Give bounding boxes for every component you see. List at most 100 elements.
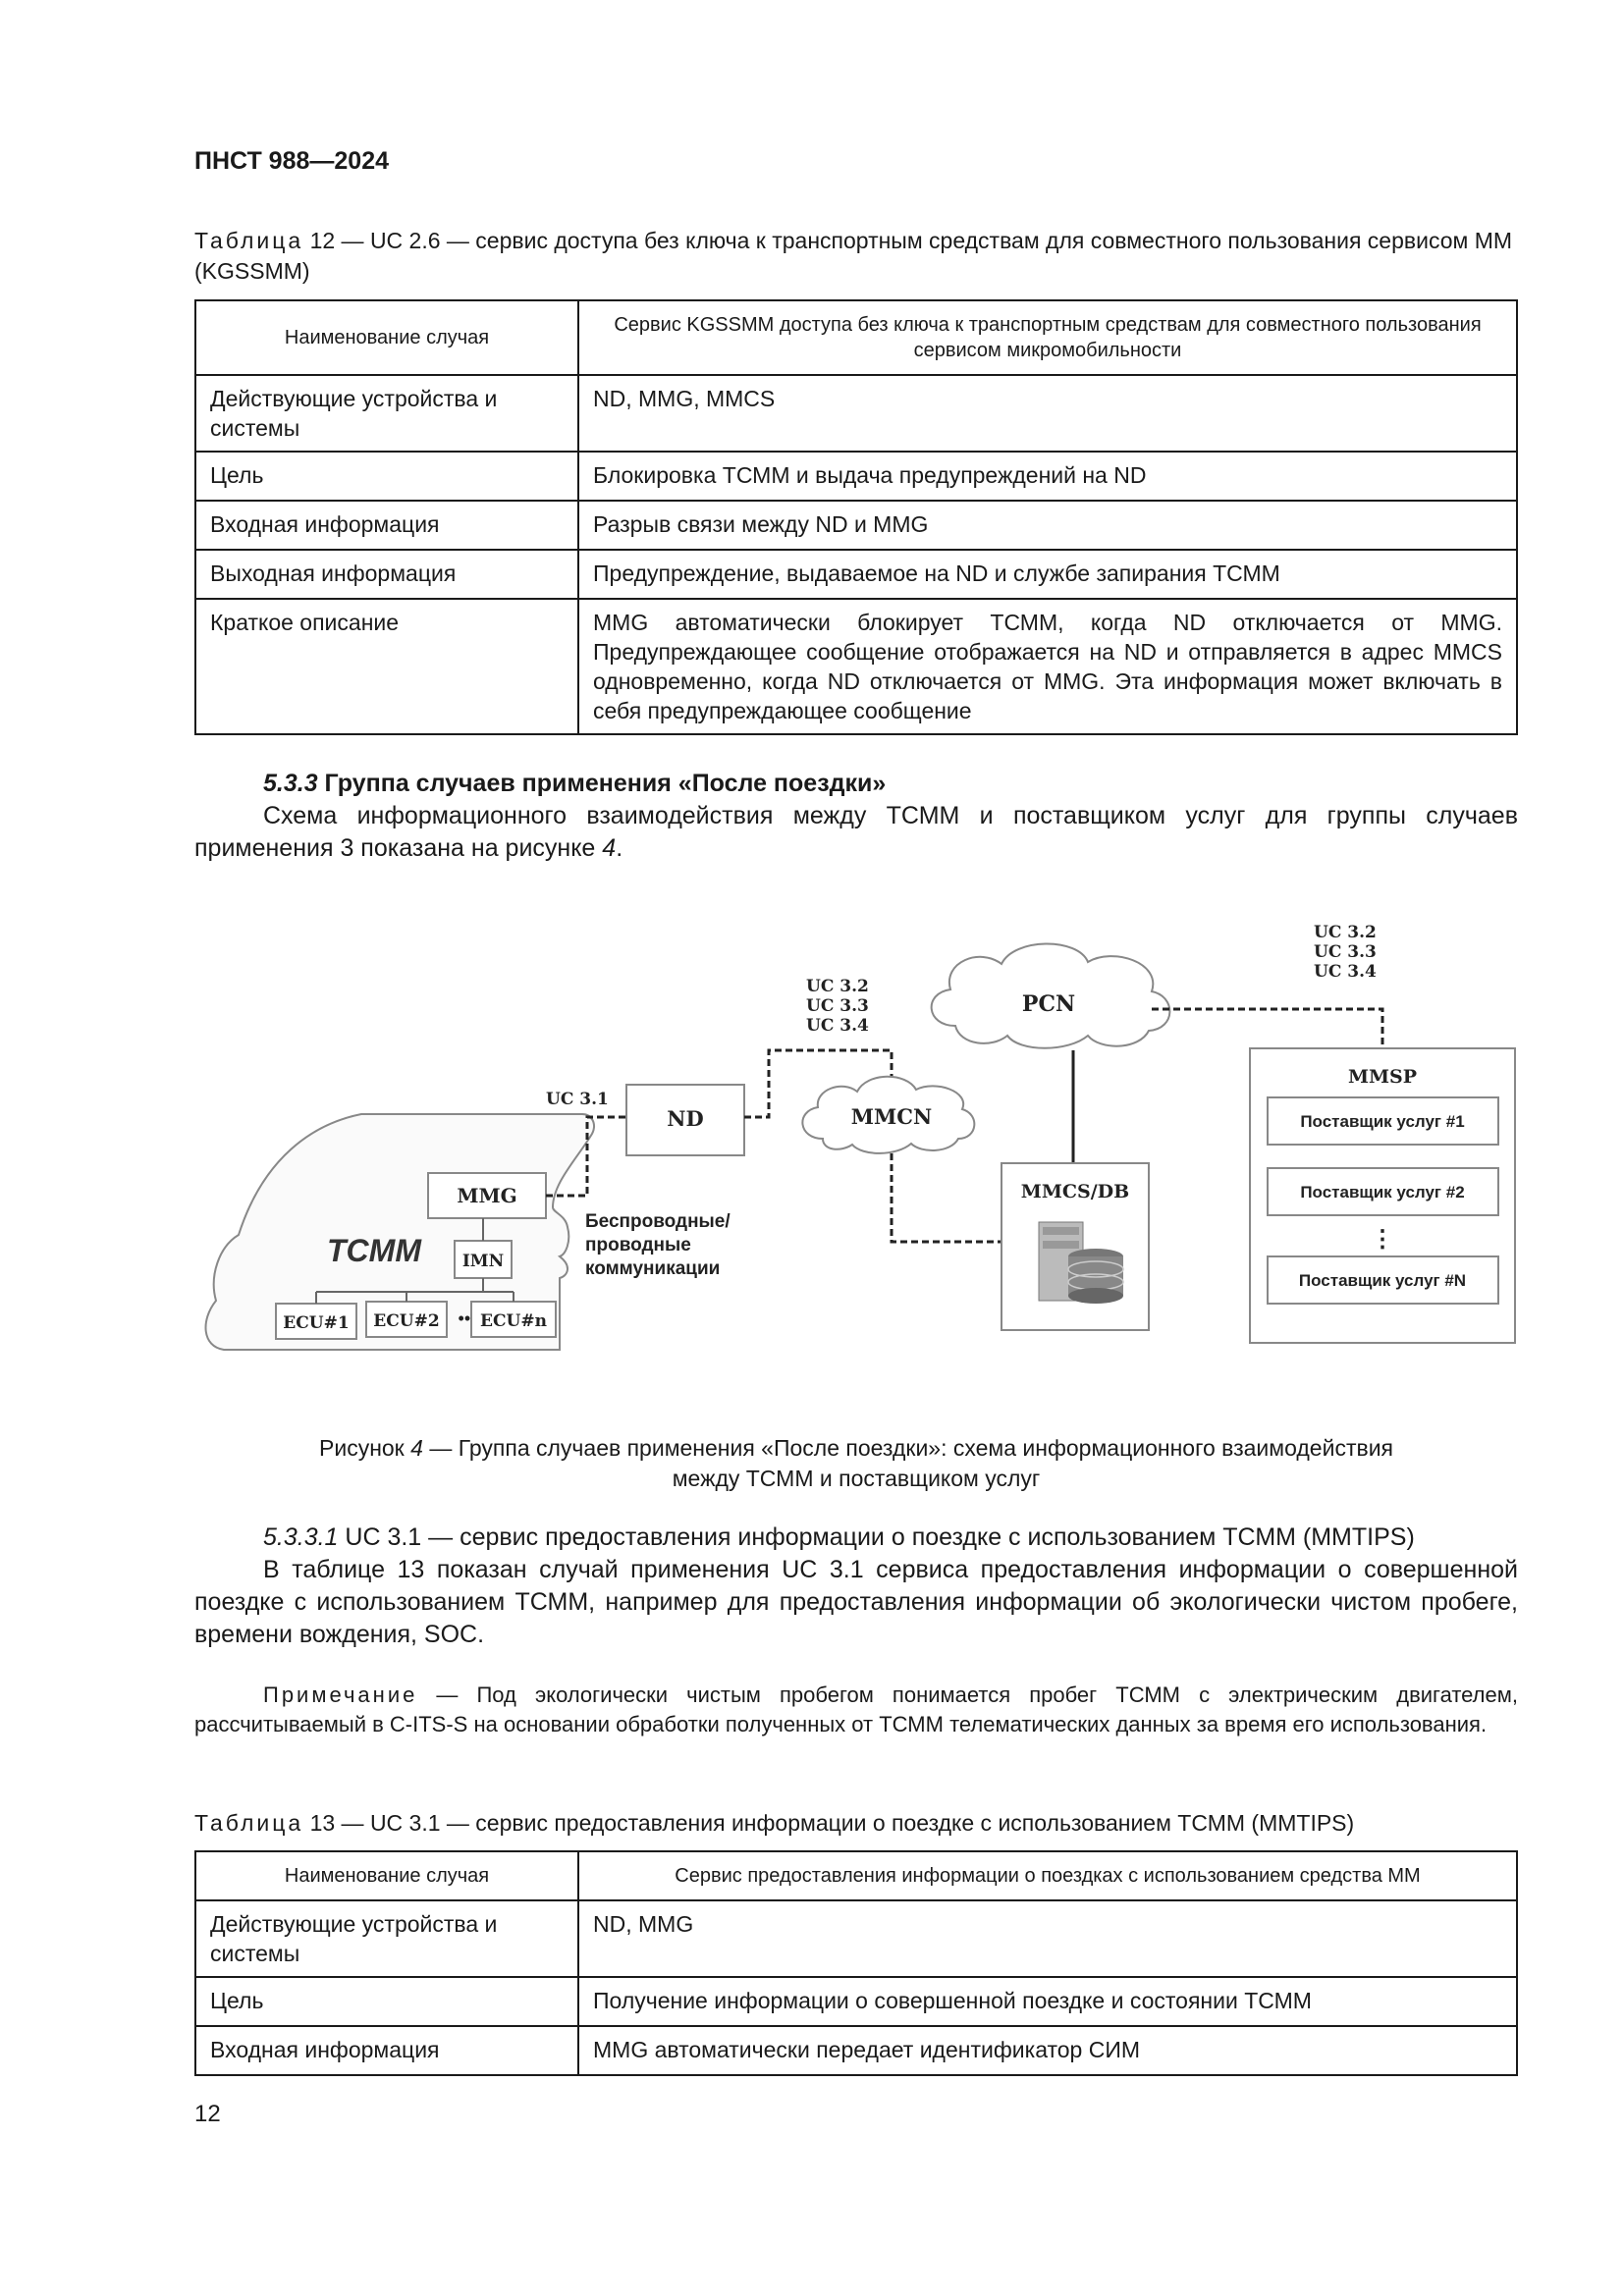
mmg-label: MMG (457, 1184, 516, 1207)
pcn-cloud (930, 942, 1171, 1049)
note: Примечание — Под экологически чистым про… (194, 1681, 1518, 1739)
link-nd-mmcn (744, 1048, 893, 1119)
link-mmcn-mmcs (890, 1153, 1001, 1244)
uc-top-2: UC 3.3 (1314, 942, 1377, 962)
section-paragraph: Схема информационного взаимодействия меж… (194, 800, 1518, 865)
table12-cell: Краткое описание (194, 598, 579, 735)
uc-top-3: UC 3.4 (1314, 962, 1377, 982)
table12-cell: Блокировка ТСММ и выдача предупреждений … (577, 451, 1518, 502)
ecun-label: ECU#n (480, 1311, 547, 1331)
link-mmg-nd (546, 1115, 626, 1198)
ecu2-box (365, 1301, 448, 1338)
page-number: 12 (194, 2101, 221, 2127)
table13-cell: ND, MMG (577, 1899, 1518, 1978)
table13-header-row: Наименование случая Сервис предоставлени… (194, 1850, 1518, 1901)
table12-caption-label: Таблица (194, 228, 304, 253)
mmsp-label: MMSP (1348, 1066, 1417, 1088)
mmcn-cloud (801, 1075, 976, 1154)
uc-mid-1: UC 3.2 (806, 977, 869, 996)
table-row: Цель Получение информации о совершенной … (194, 1976, 1518, 2027)
section-text: Схема информационного взаимодействия меж… (194, 802, 1518, 862)
table12: Наименование случая Сервис KGSSMM доступ… (194, 299, 1518, 735)
nd-box (625, 1084, 745, 1156)
section-5-3-3: 5.3.3 Группа случаев применения «После п… (194, 768, 1518, 865)
mmcn-label: MMCN (851, 1104, 932, 1129)
section-title: Группа случаев применения «После поездки… (317, 770, 887, 797)
section-text-end: . (616, 834, 623, 862)
figure-caption-prefix: Рисунок (319, 1435, 411, 1461)
table-row: Краткое описание MMG автоматически блоки… (194, 598, 1518, 735)
ecu1-box (275, 1303, 357, 1340)
table-row: Действующие устройства и системы ND, MMG… (194, 374, 1518, 453)
figure-number: 4 (410, 1435, 423, 1461)
table-row: Входная информация MMG автоматически пер… (194, 2025, 1518, 2076)
table12-header-row: Наименование случая Сервис KGSSMM доступ… (194, 299, 1518, 376)
provider2-label: Поставщик услуг #2 (1300, 1183, 1464, 1201)
note-label: Примечание (263, 1682, 418, 1707)
table13-cell: Получение информации о совершенной поезд… (577, 1976, 1518, 2027)
section-number: 5.3.3 (263, 770, 318, 797)
subsection-paragraph: В таблице 13 показан случай применения U… (194, 1556, 1518, 1648)
provider-n-label: Поставщик услуг #N (1299, 1271, 1466, 1290)
uc31-label: UC 3.1 (546, 1090, 609, 1109)
uc-top-1: UC 3.2 (1314, 923, 1377, 942)
table13-cell: Входная информация (194, 2025, 579, 2076)
comm-label-line2: проводные (585, 1235, 691, 1255)
nd-label: ND (667, 1106, 703, 1131)
ecu2-label: ECU#2 (373, 1311, 439, 1331)
table13-cell: MMG автоматически передает идентификатор… (577, 2025, 1518, 2076)
table13-caption-label: Таблица (194, 1810, 304, 1836)
table-row: Выходная информация Предупреждение, выда… (194, 549, 1518, 600)
ecu1-label: ECU#1 (283, 1313, 349, 1333)
figure-ref: 4 (602, 834, 617, 862)
table12-cell: Действующие устройства и системы (194, 374, 579, 453)
table13-head-col2: Сервис предоставления информации о поезд… (577, 1850, 1518, 1901)
subsection-5-3-3-1: 5.3.3.1 UC 3.1 — сервис предоставления и… (194, 1522, 1518, 1651)
table12-caption: Таблица 12 — UC 2.6 — сервис доступа без… (194, 226, 1518, 287)
section-heading: 5.3.3 Группа случаев применения «После п… (194, 768, 1518, 800)
figure-caption: Рисунок 4 — Группа случаев применения «П… (194, 1433, 1518, 1494)
provider2-box (1267, 1167, 1499, 1216)
subsection-number: 5.3.3.1 (263, 1523, 339, 1551)
figure-caption-text: — Группа случаев применения «После поезд… (422, 1435, 1393, 1461)
table13-caption-text: 13 — UC 3.1 — сервис предоставления инфо… (303, 1810, 1355, 1836)
figure-caption-line2: между ТСММ и поставщиком услуг (672, 1466, 1041, 1491)
subsection-title: UC 3.1 — сервис предоставления информаци… (338, 1523, 1415, 1551)
figure-caption-line1: Рисунок 4 — Группа случаев применения «П… (194, 1433, 1518, 1464)
table-row: Входная информация Разрыв связи между ND… (194, 500, 1518, 551)
table12-caption-text: 12 — UC 2.6 — сервис доступа без ключа к… (194, 228, 1513, 284)
comm-label-line1: Беспроводные/ (585, 1211, 731, 1232)
mmcs-label: MMCS/DB (1021, 1181, 1129, 1202)
note-text: — Под экологически чистым пробегом поним… (194, 1682, 1518, 1736)
table12-cell: Цель (194, 451, 579, 502)
server-icon (1038, 1221, 1124, 1304)
table13: Наименование случая Сервис предоставлени… (194, 1850, 1518, 2076)
table13-caption: Таблица 13 — UC 3.1 — сервис предоставле… (194, 1808, 1518, 1839)
provider1-box (1267, 1096, 1499, 1146)
table-row: Цель Блокировка ТСММ и выдача предупрежд… (194, 451, 1518, 502)
uc-mid-2: UC 3.3 (806, 996, 869, 1016)
provider-n-box (1267, 1255, 1499, 1305)
table12-cell: Входная информация (194, 500, 579, 551)
note-paragraph: Примечание — Под экологически чистым про… (194, 1681, 1518, 1739)
provider-dots: ⋮ (1371, 1226, 1394, 1253)
table12-cell: Выходная информация (194, 549, 579, 600)
imn-label: IMN (462, 1252, 504, 1271)
table12-cell: MMG автоматически блокирует ТСММ, когда … (577, 598, 1518, 735)
table13-cell: Цель (194, 1976, 579, 2027)
table13-head-col1: Наименование случая (194, 1850, 579, 1901)
pcn-label: PCN (1022, 991, 1075, 1017)
subsection-heading: 5.3.3.1 UC 3.1 — сервис предоставления и… (194, 1522, 1518, 1554)
tsmm-label: ТСММ (327, 1233, 422, 1268)
uc-mid-3: UC 3.4 (806, 1016, 869, 1036)
link-pcn-mmsp (1152, 1007, 1384, 1048)
table12-cell: ND, MMG, MMCS (577, 374, 1518, 453)
provider1-label: Поставщик услуг #1 (1300, 1112, 1464, 1131)
interaction-diagram: ECU#1 ECU#2 ••• ECU#n IMN MMG ТСММ Беспр… (204, 923, 1516, 1351)
comm-label-line3: коммуникации (585, 1258, 720, 1279)
table13-cell: Действующие устройства и системы (194, 1899, 579, 1978)
table-row: Действующие устройства и системы ND, MMG (194, 1899, 1518, 1978)
ecun-box (470, 1301, 557, 1338)
table12-cell: Предупреждение, выдаваемое на ND и служб… (577, 549, 1518, 600)
